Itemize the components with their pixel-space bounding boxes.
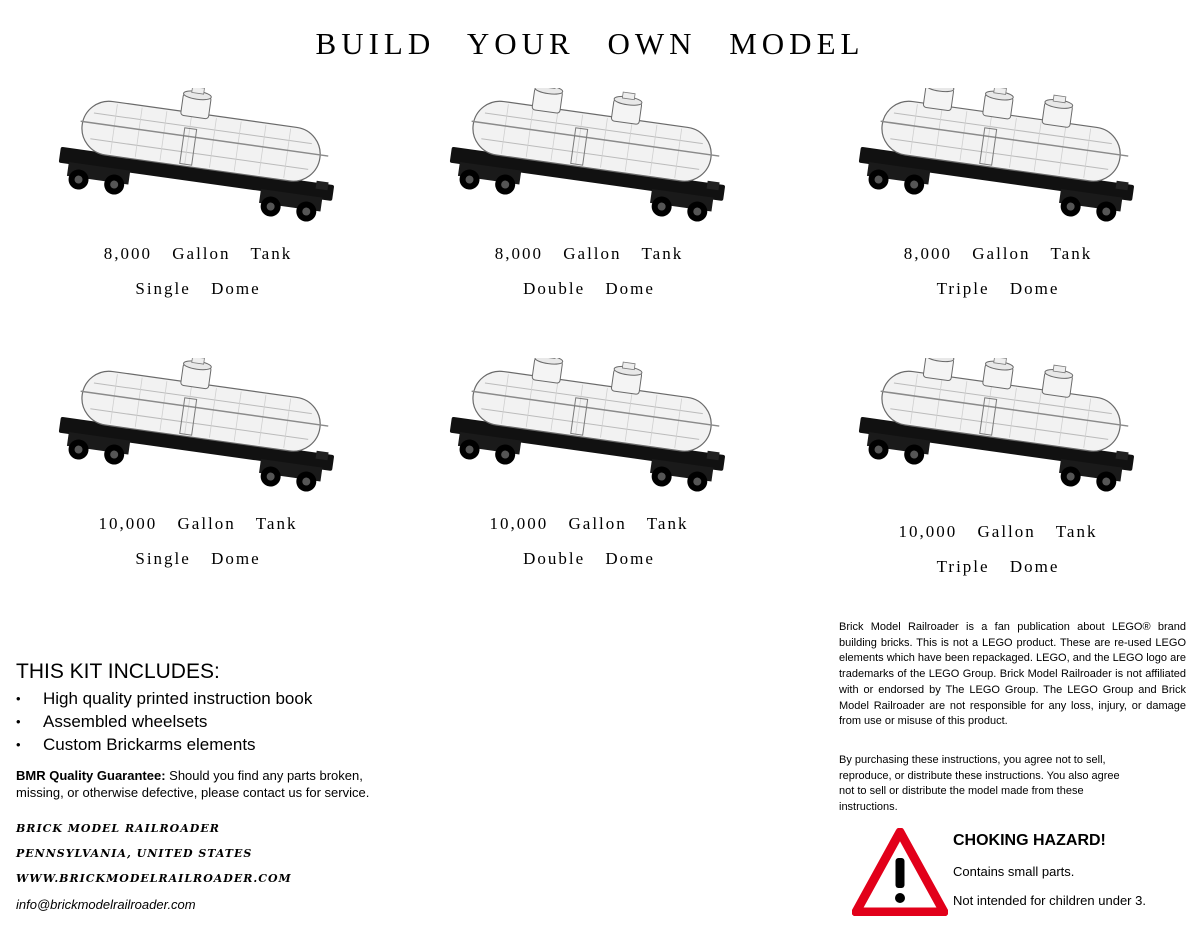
model-dome-type: Single Dome [135, 279, 261, 298]
tank-car-triple-dome-image [858, 88, 1134, 222]
model-dome-type: Double Dome [523, 549, 655, 568]
guarantee-label: BMR Quality Guarantee: [16, 768, 166, 783]
legal-disclaimer: Brick Model Railroader is a fan publicat… [839, 621, 1186, 728]
warning-triangle-icon [852, 828, 948, 916]
model-capacity: 8,000 Gallon Tank [103, 244, 293, 263]
model-card: 10,000 Gallon Tank Single Dome [48, 358, 348, 569]
list-item: High quality printed instruction book [16, 687, 312, 710]
tank-car-single-dome-image [58, 358, 334, 492]
model-card: 8,000 Gallon Tank Triple Dome [848, 88, 1148, 299]
company-website-link[interactable]: WWW.BRICKMODELRAILROADER.COM [16, 872, 292, 885]
tank-car-single-dome-image [58, 88, 334, 222]
model-capacity: 10,000 Gallon Tank [98, 514, 298, 533]
tank-car-triple-dome-image [858, 358, 1134, 492]
tank-car-double-dome-image [449, 358, 725, 492]
model-capacity: 8,000 Gallon Tank [903, 244, 1093, 263]
model-card: 8,000 Gallon Tank Double Dome [439, 88, 739, 299]
model-dome-type: Triple Dome [936, 557, 1060, 576]
company-name: BRICK MODEL RAILROADER [16, 822, 220, 835]
company-email-link[interactable]: info@brickmodelrailroader.com [16, 897, 196, 912]
model-dome-type: Triple Dome [936, 279, 1060, 298]
tank-car-double-dome-image [449, 88, 725, 222]
hazard-age-warning: Not intended for children under 3. [953, 893, 1146, 908]
model-capacity: 10,000 Gallon Tank [489, 514, 689, 533]
model-capacity: 8,000 Gallon Tank [494, 244, 684, 263]
kit-includes-title: THIS KIT INCLUDES: [16, 660, 220, 683]
model-capacity: 10,000 Gallon Tank [898, 522, 1098, 541]
kit-includes-list: High quality printed instruction book As… [16, 687, 312, 756]
model-card: 10,000 Gallon Tank Double Dome [439, 358, 739, 569]
model-dome-type: Single Dome [135, 549, 261, 568]
hazard-small-parts: Contains small parts. [953, 864, 1075, 879]
model-dome-type: Double Dome [523, 279, 655, 298]
model-card: 8,000 Gallon Tank Single Dome [48, 88, 348, 299]
quality-guarantee: BMR Quality Guarantee: Should you find a… [16, 767, 411, 801]
page-title: BUILD YOUR OWN MODEL [315, 26, 865, 61]
choking-hazard-title: CHOKING HAZARD! [953, 832, 1106, 849]
guarantee-text: Should you find any parts broken, missin… [16, 768, 370, 800]
model-card: 10,000 Gallon Tank Triple Dome [848, 358, 1148, 577]
company-location: PENNSYLVANIA, UNITED STATES [16, 847, 253, 860]
list-item: Assembled wheelsets [16, 710, 312, 733]
list-item: Custom Brickarms elements [16, 733, 312, 756]
legal-agreement: By purchasing these instructions, you ag… [839, 754, 1120, 814]
